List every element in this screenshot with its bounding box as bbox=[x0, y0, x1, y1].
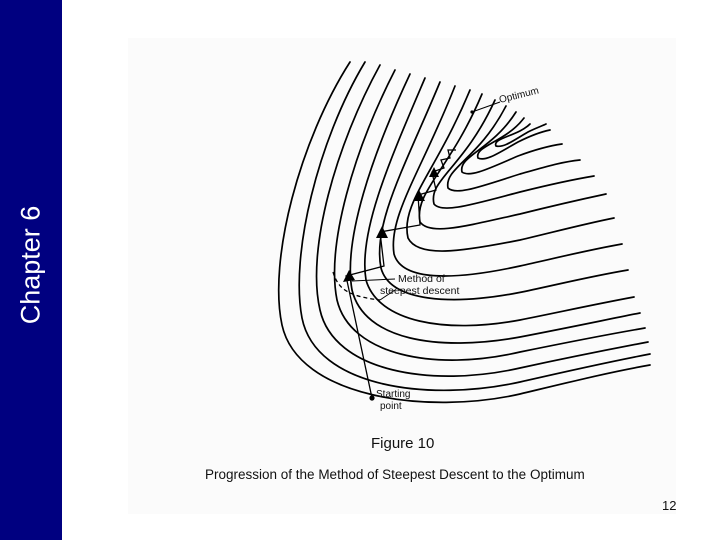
contour-line bbox=[406, 89, 615, 252]
contour-line bbox=[446, 105, 581, 192]
method-label: Method of bbox=[398, 273, 445, 285]
arrow-head bbox=[343, 270, 355, 282]
method-label: steepest descent bbox=[380, 285, 459, 297]
figure-panel bbox=[128, 38, 676, 514]
contour-line bbox=[333, 69, 646, 361]
contour-lines bbox=[277, 61, 651, 404]
method-pointer bbox=[351, 278, 396, 282]
contour-line bbox=[494, 123, 547, 148]
contour-line bbox=[315, 64, 649, 377]
descent-path bbox=[332, 149, 456, 399]
contour-line bbox=[418, 93, 607, 230]
contour-line bbox=[432, 99, 595, 209]
starting-point-marker bbox=[369, 395, 375, 401]
optimum-pointer bbox=[471, 101, 501, 113]
label-pointers bbox=[351, 101, 501, 301]
contour-line bbox=[461, 111, 563, 175]
direction-arrows bbox=[343, 167, 439, 282]
figure-caption: Progression of the Method of Steepest De… bbox=[205, 467, 585, 482]
steepest-descent-curve bbox=[332, 271, 381, 301]
chapter-sidebar: Chapter 6 bbox=[0, 0, 62, 540]
arrow-head bbox=[413, 190, 425, 201]
arrow-head bbox=[376, 226, 388, 238]
contour-line bbox=[378, 81, 629, 301]
contour-line bbox=[363, 77, 635, 327]
descent-polyline bbox=[345, 149, 456, 399]
starting-point-label: point bbox=[380, 401, 402, 412]
optimum-label: Optimum bbox=[498, 85, 540, 105]
contour-line bbox=[349, 73, 641, 344]
contour-line bbox=[477, 117, 551, 160]
figure-number: Figure 10 bbox=[371, 435, 435, 452]
contour-line bbox=[277, 61, 651, 404]
contour-line bbox=[392, 85, 623, 277]
method-pointer bbox=[379, 289, 396, 301]
page-number: 12 bbox=[662, 498, 677, 513]
starting-point-label: Starting bbox=[376, 389, 410, 400]
optimum-marker bbox=[470, 110, 474, 114]
arrow-head bbox=[429, 167, 439, 177]
contour-line bbox=[298, 61, 651, 392]
